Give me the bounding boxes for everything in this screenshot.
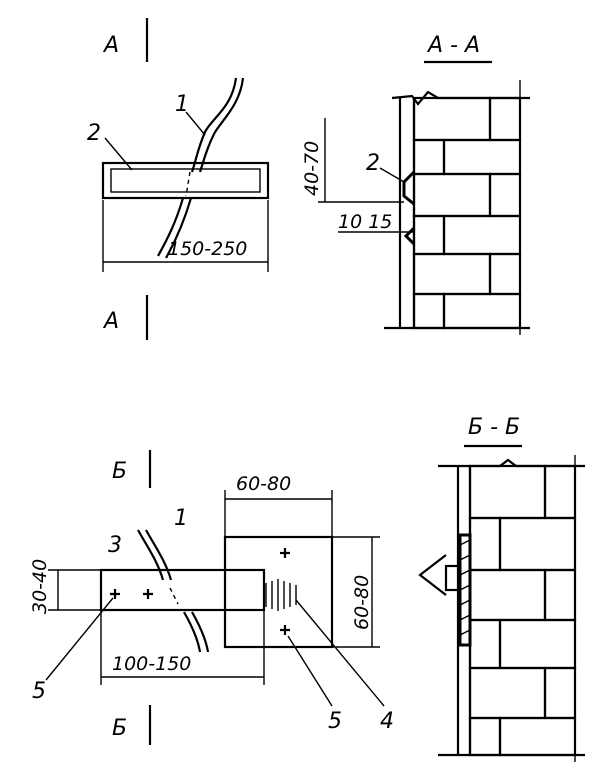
crack-line-a bbox=[190, 77, 238, 173]
callout-nail-right: 5 bbox=[328, 709, 342, 734]
dim-height-small: 30-40 bbox=[29, 559, 51, 614]
leader-hatch bbox=[295, 599, 385, 707]
anchor-head-bb bbox=[444, 564, 462, 592]
section-mark-a-top: А bbox=[102, 33, 119, 58]
callout-hatch: 4 bbox=[380, 709, 394, 734]
dim-length: 100-150 bbox=[112, 653, 191, 675]
callout-crack-b: 1 bbox=[174, 506, 188, 531]
plate-hatch-bb bbox=[459, 539, 471, 636]
callout-nail-left: 5 bbox=[32, 679, 46, 704]
plate-profile-aa bbox=[402, 170, 416, 206]
leader-crack-a bbox=[185, 111, 206, 136]
crack-line-a-2 bbox=[198, 77, 245, 173]
crack-line-b bbox=[137, 529, 165, 581]
brick-courses-bb bbox=[468, 464, 577, 757]
crack-line-b-2 bbox=[145, 529, 173, 581]
leader-nail-right bbox=[287, 635, 333, 707]
dim-depth: 10 15 bbox=[338, 211, 392, 233]
section-title-aa: А - А bbox=[426, 33, 480, 58]
brick-courses-aa bbox=[412, 96, 522, 330]
callout-plate-a: 2 bbox=[87, 121, 101, 146]
crack-line-b-3 bbox=[183, 611, 202, 653]
section-a-a: А - А 2 bbox=[301, 33, 530, 335]
callout-anchor-b: 3 bbox=[108, 533, 122, 558]
leader-plate-aa bbox=[379, 167, 405, 183]
plate-outer bbox=[101, 161, 270, 200]
leader-nail-left bbox=[45, 597, 114, 681]
crack-line-b-4 bbox=[191, 611, 210, 653]
crack-line-b-hidden bbox=[169, 587, 179, 605]
section-mark-b-bottom: Б bbox=[112, 716, 127, 741]
plan-view-b: Б 1 3 30 bbox=[29, 450, 394, 745]
nail-markers bbox=[110, 548, 290, 635]
dim-gap: 40-70 bbox=[301, 141, 323, 196]
square-plate bbox=[223, 535, 334, 649]
section-title-bb: Б - Б bbox=[468, 415, 520, 440]
crack-line-a-3 bbox=[157, 197, 185, 257]
anchor-bar bbox=[99, 568, 266, 612]
plate-profile-aa-2 bbox=[403, 226, 416, 246]
plate-hatch bbox=[265, 579, 297, 611]
dim-plate-length: 150-250 bbox=[168, 238, 247, 260]
section-b-b: Б - Б bbox=[418, 415, 585, 762]
callout-crack-a: 1 bbox=[175, 92, 189, 117]
plate-inner bbox=[110, 168, 261, 193]
callout-plate-aa: 2 bbox=[366, 151, 380, 176]
section-mark-b-top: Б bbox=[112, 459, 127, 484]
leader-plate-a bbox=[104, 137, 133, 171]
crack-line-a-4 bbox=[165, 197, 193, 259]
dim-width: 60-80 bbox=[236, 473, 291, 495]
plan-view-a: А 1 2 150-250 А bbox=[87, 18, 270, 340]
section-mark-a-bottom: А bbox=[102, 309, 119, 334]
dim-height: 60-80 bbox=[351, 575, 373, 630]
anchor-tip-bb bbox=[418, 554, 447, 596]
